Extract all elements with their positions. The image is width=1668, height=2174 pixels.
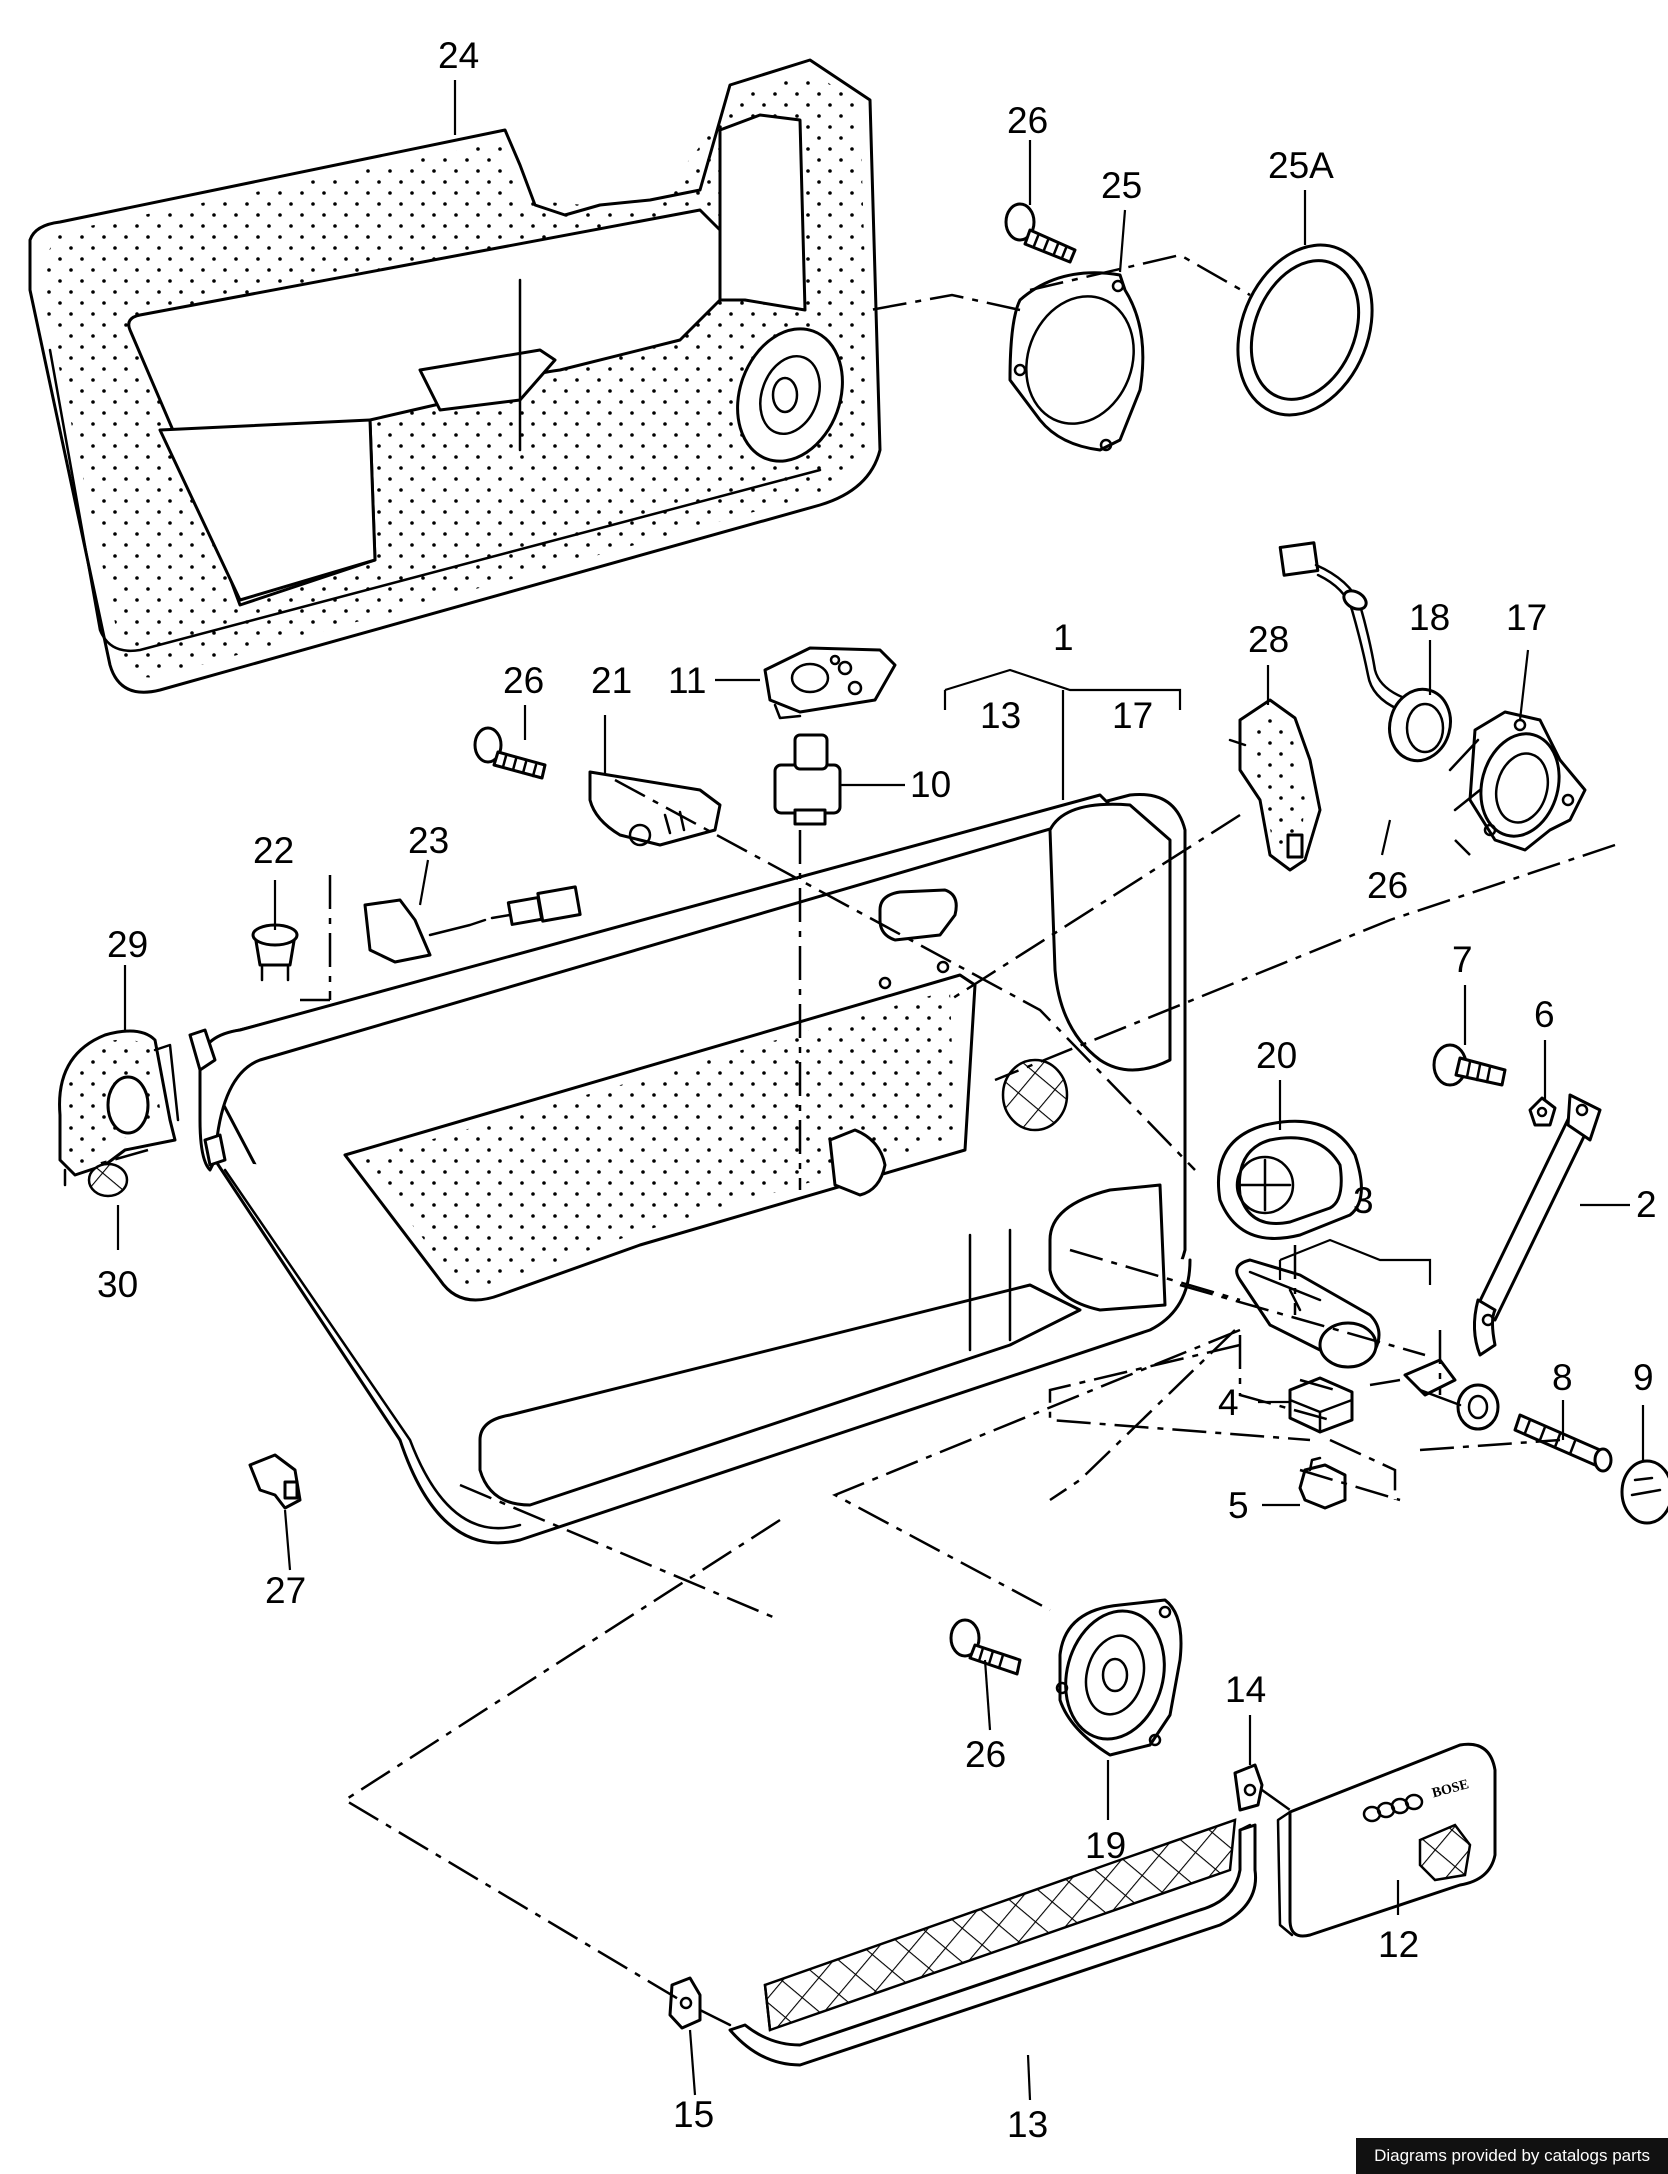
speaker-grille-12: BOSE — [1276, 1742, 1497, 1938]
callout-8: 8 — [1552, 1357, 1573, 1398]
screw-26-top — [1004, 202, 1077, 264]
bezel-11 — [763, 646, 897, 720]
storage-net-13 — [728, 1818, 1258, 2067]
callout-4: 4 — [1218, 1382, 1239, 1423]
callout-28: 28 — [1248, 619, 1289, 660]
callout-11: 11 — [668, 660, 706, 701]
speaker-adapter-25 — [1008, 271, 1145, 452]
callout-23: 23 — [408, 820, 449, 861]
callout-26-lower: 26 — [965, 1734, 1006, 1775]
tweeter-harness-18 — [1278, 541, 1452, 763]
callout-5: 5 — [1228, 1485, 1249, 1526]
callout-13-top: 13 — [980, 695, 1021, 736]
screw-26-middle-left — [473, 726, 547, 780]
callout-1: 1 — [1053, 617, 1074, 658]
callout-26-right: 26 — [1367, 865, 1408, 906]
door-check-strap-2 — [1473, 1093, 1602, 1357]
callout-29: 29 — [107, 924, 148, 965]
callout-17-top: 17 — [1112, 695, 1153, 736]
upper-door-trim-panel — [28, 58, 882, 694]
inner-door-panel-1 — [188, 792, 1192, 1545]
callout-20: 20 — [1256, 1035, 1297, 1076]
leader-lines — [116, 80, 1645, 2101]
callout-30: 30 — [97, 1264, 138, 1305]
lock-cylinder — [1403, 1358, 1500, 1431]
latch-block-4 — [1288, 1376, 1354, 1434]
callout-labels: 24 26 25 25A 18 17 28 1 13 17 11 10 26 2… — [97, 35, 1657, 2145]
gasket-ring-25a — [1236, 243, 1374, 417]
tweeter-housing-17 — [1448, 710, 1587, 852]
switch-10 — [773, 733, 842, 826]
screw-26-lower — [949, 1618, 1022, 1676]
lock-clip-5 — [1298, 1456, 1347, 1510]
callout-22: 22 — [253, 830, 294, 871]
clip-22 — [251, 923, 299, 982]
assembly-lines — [94, 253, 1616, 2002]
nut-6 — [1528, 1096, 1557, 1127]
bolt-7 — [1432, 1043, 1507, 1087]
callout-6: 6 — [1534, 994, 1555, 1035]
callout-7: 7 — [1452, 939, 1473, 980]
mirror-trim-29 — [58, 1029, 180, 1187]
callout-13-bottom: 13 — [1007, 2104, 1048, 2145]
callout-26-mid: 26 — [503, 660, 544, 701]
callout-19: 19 — [1085, 1825, 1126, 1866]
callout-2: 2 — [1636, 1184, 1657, 1225]
handle-bezel-20 — [1217, 1119, 1363, 1240]
callout-18: 18 — [1409, 597, 1450, 638]
callout-17: 17 — [1506, 597, 1547, 638]
cap-9 — [1620, 1459, 1668, 1525]
callout-14: 14 — [1225, 1669, 1266, 1710]
courtesy-lamp-23 — [363, 885, 582, 964]
clip-14 — [1233, 1763, 1264, 1812]
callout-15: 15 — [673, 2094, 714, 2135]
callout-25: 25 — [1101, 165, 1142, 206]
callout-24: 24 — [438, 35, 479, 76]
clip-15 — [668, 1976, 732, 2030]
callout-27: 27 — [265, 1570, 306, 1611]
grille-disk-30 — [87, 1162, 129, 1198]
callout-21: 21 — [591, 660, 632, 701]
callout-25a: 25A — [1268, 145, 1334, 186]
callout-9: 9 — [1633, 1357, 1654, 1398]
bracket-28 — [1228, 698, 1322, 872]
callout-12: 12 — [1378, 1924, 1419, 1965]
callout-26-top: 26 — [1007, 100, 1048, 141]
door-handle-3 — [1235, 1258, 1381, 1369]
bracket-27 — [248, 1453, 302, 1510]
attribution-banner: Diagrams provided by catalogs parts — [1356, 2138, 1668, 2174]
handle-bracket-21 — [588, 770, 722, 847]
callout-10: 10 — [910, 764, 951, 805]
callout-3: 3 — [1353, 1180, 1374, 1221]
speaker-19 — [1055, 1598, 1183, 1757]
